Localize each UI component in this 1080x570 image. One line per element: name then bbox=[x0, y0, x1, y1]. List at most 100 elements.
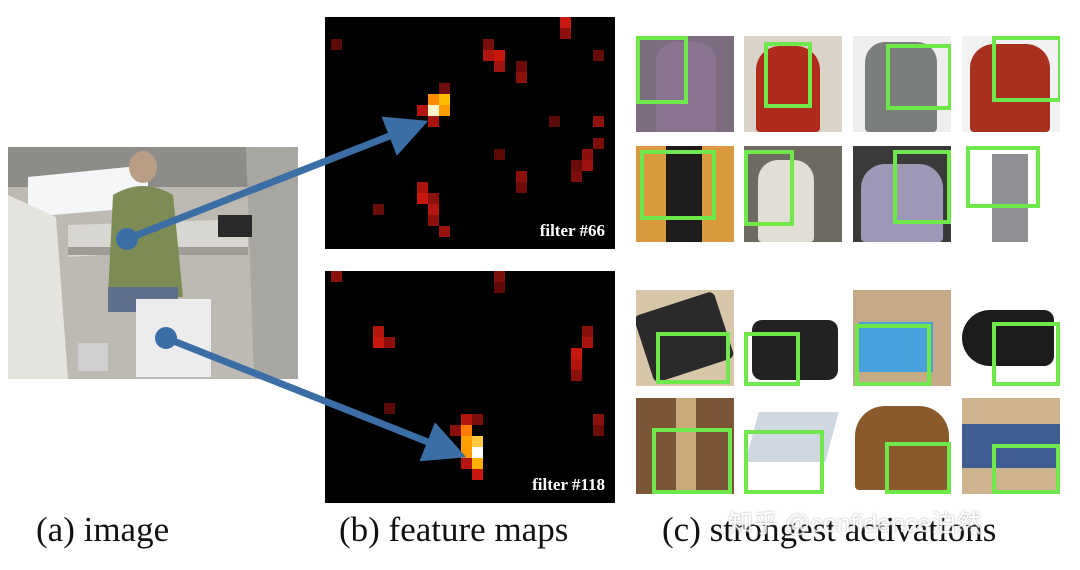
activation-box bbox=[652, 428, 732, 494]
activation-cell bbox=[428, 116, 439, 127]
activation-cell bbox=[582, 337, 593, 348]
activation-cell bbox=[516, 182, 527, 193]
activation-thumb bbox=[744, 398, 842, 494]
activation-cell bbox=[571, 160, 582, 171]
activation-cell bbox=[428, 105, 439, 116]
caption-feature-maps: (b) feature maps bbox=[339, 510, 569, 549]
activation-box bbox=[744, 332, 800, 386]
cubicle-photo bbox=[8, 147, 298, 379]
activation-thumb bbox=[744, 290, 842, 386]
activation-cell bbox=[439, 226, 450, 237]
activation-thumb bbox=[853, 290, 951, 386]
activation-box bbox=[744, 430, 824, 494]
activation-cell bbox=[494, 61, 505, 72]
activation-cell bbox=[331, 271, 342, 282]
activation-box bbox=[636, 36, 688, 104]
activation-cell bbox=[373, 337, 384, 348]
activation-cell bbox=[384, 337, 395, 348]
activation-thumb bbox=[744, 36, 842, 132]
activation-cell bbox=[439, 105, 450, 116]
activation-cell bbox=[472, 458, 483, 469]
activation-thumb bbox=[636, 36, 734, 132]
activation-cell bbox=[494, 50, 505, 61]
activation-thumb bbox=[853, 146, 951, 242]
activation-cell bbox=[428, 204, 439, 215]
feature-map-filter-66: filter #66 bbox=[325, 17, 615, 249]
activation-cell bbox=[571, 359, 582, 370]
activation-cell bbox=[461, 447, 472, 458]
activation-cell bbox=[582, 160, 593, 171]
activation-cell bbox=[560, 28, 571, 39]
activation-cell bbox=[331, 39, 342, 50]
activation-cell bbox=[571, 171, 582, 182]
activation-cell bbox=[560, 17, 571, 28]
activation-box bbox=[992, 322, 1060, 386]
activation-box bbox=[893, 150, 951, 224]
input-image bbox=[8, 147, 298, 379]
activation-box bbox=[966, 146, 1040, 208]
activation-box bbox=[992, 36, 1060, 102]
activation-thumb bbox=[853, 36, 951, 132]
activation-cell bbox=[384, 403, 395, 414]
activation-cell bbox=[428, 193, 439, 204]
activation-cell bbox=[472, 436, 483, 447]
activation-cell bbox=[439, 94, 450, 105]
caption-image: (a) image bbox=[36, 510, 170, 549]
activation-cell bbox=[483, 39, 494, 50]
activation-cell bbox=[417, 193, 428, 204]
activation-cell bbox=[516, 72, 527, 83]
filter-label-top: filter #66 bbox=[539, 221, 605, 240]
activation-box bbox=[764, 42, 812, 108]
activation-thumb bbox=[853, 398, 951, 494]
activation-thumb bbox=[962, 290, 1060, 386]
activation-cell bbox=[450, 425, 461, 436]
activation-cell bbox=[472, 447, 483, 458]
activation-thumb bbox=[636, 398, 734, 494]
activation-thumb bbox=[962, 146, 1060, 242]
activation-cell bbox=[593, 50, 604, 61]
activation-cell bbox=[582, 149, 593, 160]
activation-cell bbox=[593, 425, 604, 436]
activation-cell bbox=[571, 370, 582, 381]
activation-box bbox=[885, 442, 951, 494]
activation-cell bbox=[582, 326, 593, 337]
activation-thumb bbox=[962, 398, 1060, 494]
activation-box bbox=[640, 150, 716, 220]
activation-cell bbox=[373, 204, 384, 215]
activation-cell bbox=[428, 215, 439, 226]
activation-box bbox=[656, 332, 730, 384]
activation-cell bbox=[373, 326, 384, 337]
activation-cell bbox=[516, 61, 527, 72]
activation-cell bbox=[417, 182, 428, 193]
filter-label-bottom: filter #118 bbox=[532, 475, 605, 494]
activation-thumb bbox=[636, 146, 734, 242]
activation-thumb bbox=[744, 146, 842, 242]
feature-map-filter-118: filter #118 bbox=[325, 271, 615, 503]
activation-cell bbox=[494, 149, 505, 160]
activation-cell bbox=[461, 436, 472, 447]
activation-cell bbox=[571, 348, 582, 359]
activation-box bbox=[992, 444, 1060, 494]
activation-box bbox=[744, 150, 794, 226]
activation-box bbox=[886, 44, 951, 110]
activation-cell bbox=[593, 116, 604, 127]
activation-cell bbox=[439, 83, 450, 94]
activation-cell bbox=[461, 425, 472, 436]
activation-cell bbox=[494, 271, 505, 282]
activation-cell bbox=[461, 414, 472, 425]
activation-thumb bbox=[636, 290, 734, 386]
activation-cell bbox=[417, 105, 428, 116]
activation-cell bbox=[428, 94, 439, 105]
activation-cell bbox=[549, 116, 560, 127]
activation-cell bbox=[593, 414, 604, 425]
activation-box bbox=[855, 324, 931, 386]
activation-cell bbox=[593, 138, 604, 149]
caption-strongest-activations: (c) strongest activations bbox=[662, 510, 997, 549]
activation-cell bbox=[516, 171, 527, 182]
activation-cell bbox=[472, 414, 483, 425]
activation-cell bbox=[461, 458, 472, 469]
activation-cell bbox=[472, 469, 483, 480]
activation-thumb bbox=[962, 36, 1060, 132]
activation-cell bbox=[483, 50, 494, 61]
activation-cell bbox=[494, 282, 505, 293]
